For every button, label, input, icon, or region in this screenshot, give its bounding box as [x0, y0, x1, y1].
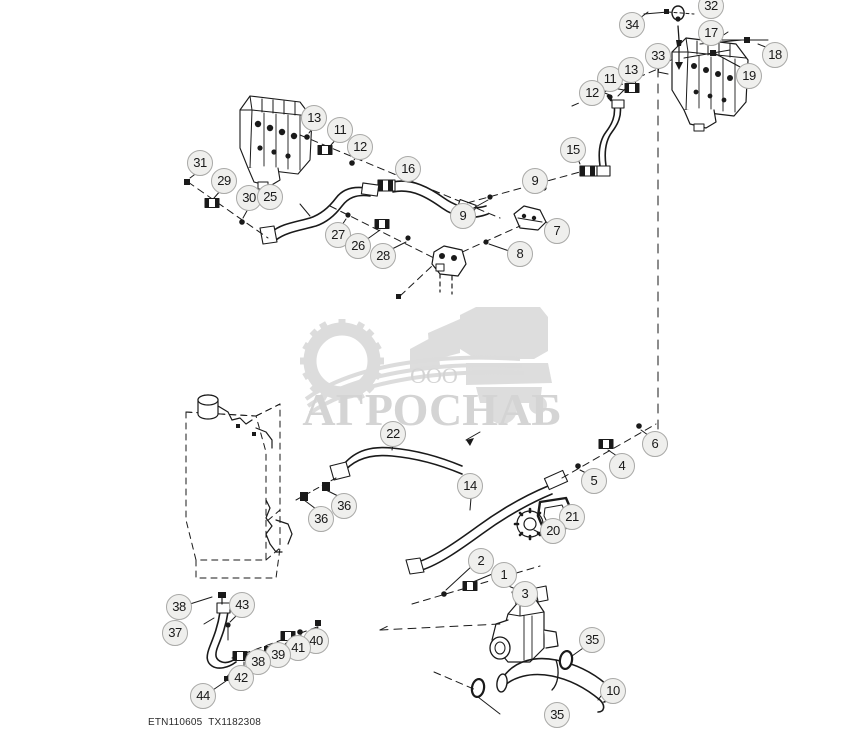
callout-bubble-18[interactable]: 18: [762, 42, 788, 68]
callout-bubble-28[interactable]: 28: [370, 243, 396, 269]
callout-bubble-36[interactable]: 36: [331, 493, 357, 519]
callout-bubble-5[interactable]: 5: [581, 468, 607, 494]
hose-15: [574, 87, 627, 177]
callout-bubble-2[interactable]: 2: [468, 548, 494, 574]
callout-bubble-32[interactable]: 32: [698, 0, 724, 19]
hydraulic-reservoir: [185, 403, 281, 579]
callout-bubble-1[interactable]: 1: [491, 562, 517, 588]
callout-bubble-19[interactable]: 19: [736, 63, 762, 89]
callout-bubble-43[interactable]: 43: [229, 592, 255, 618]
callout-bubble-14[interactable]: 14: [457, 473, 483, 499]
callout-bubble-15[interactable]: 15: [560, 137, 586, 163]
callout-bubble-26[interactable]: 26: [345, 233, 371, 259]
callout-bubble-13[interactable]: 13: [618, 57, 644, 83]
callout-bubble-7[interactable]: 7: [544, 218, 570, 244]
filter-block: [396, 245, 467, 299]
hose-25: [259, 182, 380, 245]
callout-bubble-33[interactable]: 33: [645, 43, 671, 69]
callout-bubble-38[interactable]: 38: [245, 649, 271, 675]
figure-caption: ETN110605 TX1182308: [148, 717, 261, 728]
callout-bubble-9[interactable]: 9: [522, 168, 548, 194]
callout-bubble-10[interactable]: 10: [600, 678, 626, 704]
callout-bubble-22[interactable]: 22: [380, 421, 406, 447]
callout-bubble-12[interactable]: 12: [347, 134, 373, 160]
clamp-cluster-36: [295, 477, 343, 513]
callout-bubble-17[interactable]: 17: [698, 20, 724, 46]
hydraulic-pump: [379, 585, 559, 663]
callout-bubble-29[interactable]: 29: [211, 168, 237, 194]
callout-bubble-20[interactable]: 20: [540, 518, 566, 544]
callout-bubble-36[interactable]: 36: [308, 506, 334, 532]
callout-bubble-11[interactable]: 11: [327, 117, 353, 143]
callout-bubble-44[interactable]: 44: [190, 683, 216, 709]
callout-bubble-35[interactable]: 35: [579, 627, 605, 653]
callout-bubble-4[interactable]: 4: [609, 453, 635, 479]
callout-bubble-38[interactable]: 38: [166, 594, 192, 620]
hose-14: [405, 469, 569, 575]
callout-bubble-13[interactable]: 13: [301, 105, 327, 131]
callout-bubble-37[interactable]: 37: [162, 620, 188, 646]
control-valve-upper-left: [239, 95, 313, 190]
reservoir-solid-details: [197, 394, 293, 553]
callout-bubble-31[interactable]: 31: [187, 150, 213, 176]
callout-bubble-6[interactable]: 6: [642, 431, 668, 457]
hose-22: [329, 431, 481, 481]
callout-bubble-34[interactable]: 34: [619, 12, 645, 38]
upper-link-assembly: [639, 5, 695, 70]
callout-bubble-9[interactable]: 9: [450, 203, 476, 229]
oring-35-upper: [558, 645, 587, 671]
suction-tube-37: [189, 592, 241, 669]
callout-bubble-42[interactable]: 42: [228, 665, 254, 691]
callout-bubble-35[interactable]: 35: [544, 702, 570, 728]
callout-bubble-25[interactable]: 25: [257, 184, 283, 210]
callout-bubble-12[interactable]: 12: [579, 80, 605, 106]
oring-35-lower: [433, 671, 501, 715]
main-control-valve-upper: [657, 37, 749, 132]
callout-bubble-3[interactable]: 3: [512, 581, 538, 607]
callout-bubble-8[interactable]: 8: [507, 241, 533, 267]
callout-bubble-30[interactable]: 30: [236, 185, 262, 211]
callout-bubble-16[interactable]: 16: [395, 156, 421, 182]
